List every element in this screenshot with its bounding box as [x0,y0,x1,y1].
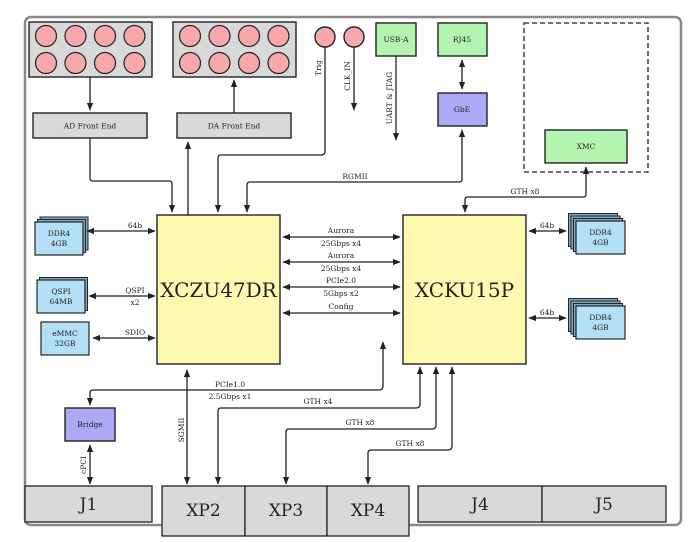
bridge-block: Bridge [64,407,116,442]
memory-type-label: DDR4 [48,229,71,238]
usb-a-label: USB-A [383,35,409,44]
connector-pin-icon [123,51,146,75]
fpga-xcku15p: XCKU15P [402,214,527,365]
sgmii-label: SGMII [177,418,186,443]
connector-label: XP4 [351,501,385,521]
connector-pin-icon [267,51,290,75]
da-front-end-label: DA Front End [208,122,261,131]
connector-j1: J1 [24,485,153,523]
connector-pin-icon [93,51,117,75]
memory-bus-label: SDIO [125,328,145,337]
memory-size-label: 4GB [592,323,609,332]
connector-label: XP3 [269,501,303,521]
memory-size-label: 4GB [51,239,68,248]
connector-xp3: XP3 [244,485,328,537]
connector-pin-icon [237,24,261,48]
connector-pin-icon [34,51,58,75]
gth-xp2-label: GTH x4 [304,397,333,406]
fpga-interlink: Config [282,302,401,317]
gbe-block: GbE [437,92,488,127]
interlink-protocol-label: Config [329,302,354,311]
interlink-protocol-label: Aurora [327,226,355,235]
ad-connector-panel [28,21,153,78]
memory-bus-label: 64b [128,221,143,230]
memory-type-label: QSPI [51,287,70,296]
connector-xp4: XP4 [326,485,410,537]
connector-pin-icon [123,24,146,48]
interlink-protocol-label: Aurora [327,251,355,260]
connector-label: J1 [78,495,98,515]
xmc-label: XMC [577,142,596,151]
memory-type-label: eMMC [52,329,78,338]
connector-pin-icon [64,24,87,48]
memory-size-label: 64MB [50,297,73,306]
connector-pin-icon [267,24,290,48]
connector-label: J5 [593,495,613,515]
connector-j5: J5 [541,485,667,523]
connector-pin-icon [64,51,87,75]
memory-type-label: DDR4 [589,228,612,237]
gth-xmc-label: GTH x8 [511,187,540,196]
ad-front-end-label: AD Front End [63,122,117,131]
connector-xp2: XP2 [161,485,246,537]
pcie1-speed-label: 2.5Gbps x1 [209,392,252,401]
trig-connector-icon [314,26,336,48]
fpga-interlink: PCIe2.0 5Gbps x2 [282,276,401,298]
connector-pin-icon [34,24,58,48]
bridge-label: Bridge [77,420,103,429]
ad-front-end: AD Front End [32,112,148,139]
memory-bus-label: QSPI [125,286,144,295]
interlink-protocol-label: PCIe2.0 [326,276,356,285]
connector-pin-icon [237,51,261,75]
gbe-label: GbE [454,105,470,114]
connector-label: J4 [469,495,489,515]
interlink-speed-label: 25Gbps x4 [321,239,362,248]
memory-type-label: DDR4 [589,313,612,322]
usb-a-block: USB-A [375,22,417,57]
fpga-right-label: XCKU15P [415,278,514,302]
memory-size-label: 32GB [54,339,76,348]
connector-pin-icon [178,24,202,48]
da-front-end: DA Front End [176,112,292,139]
connector-pin-icon [178,51,202,75]
cpci-label: cPCI [79,456,88,474]
connector-pin-icon [208,51,231,75]
trig-label: Trig [314,60,323,76]
fpga-interlink: Aurora 25Gbps x4 [282,226,401,248]
connector-label: XP2 [186,501,220,521]
uart-jtag-label: UART & JTAG [385,72,394,124]
gth-xp3-label: GTH x8 [346,418,375,427]
fpga-left-label: XCZU47DR [160,278,277,302]
memory-bus-width-label: x2 [130,298,139,307]
rj45-block: RJ45 [437,22,488,57]
fpga-xczu47dr: XCZU47DR [156,214,281,365]
interlink-speed-label: 25Gbps x4 [321,264,362,273]
xmc-block: XMC [544,129,628,164]
rj45-label: RJ45 [453,35,471,44]
connector-j4: J4 [417,485,543,523]
memory-bus-label: 64b [540,221,555,230]
interlink-speed-label: 5Gbps x2 [323,289,359,298]
gth-xp4-label: GTH x8 [396,439,425,448]
memory-size-label: 4GB [592,238,609,247]
clk-in-label: CLK_IN [343,61,352,91]
memory-bus-label: 64b [540,308,555,317]
da-connector-panel [172,21,297,78]
connector-pin-icon [208,24,231,48]
pcie1-label: PCIe1.0 [215,380,245,389]
clk-in-connector-icon [343,26,365,48]
rgmii-label: RGMII [342,172,367,181]
connector-pin-icon [93,24,117,48]
fpga-interlink: Aurora 25Gbps x4 [282,251,401,273]
